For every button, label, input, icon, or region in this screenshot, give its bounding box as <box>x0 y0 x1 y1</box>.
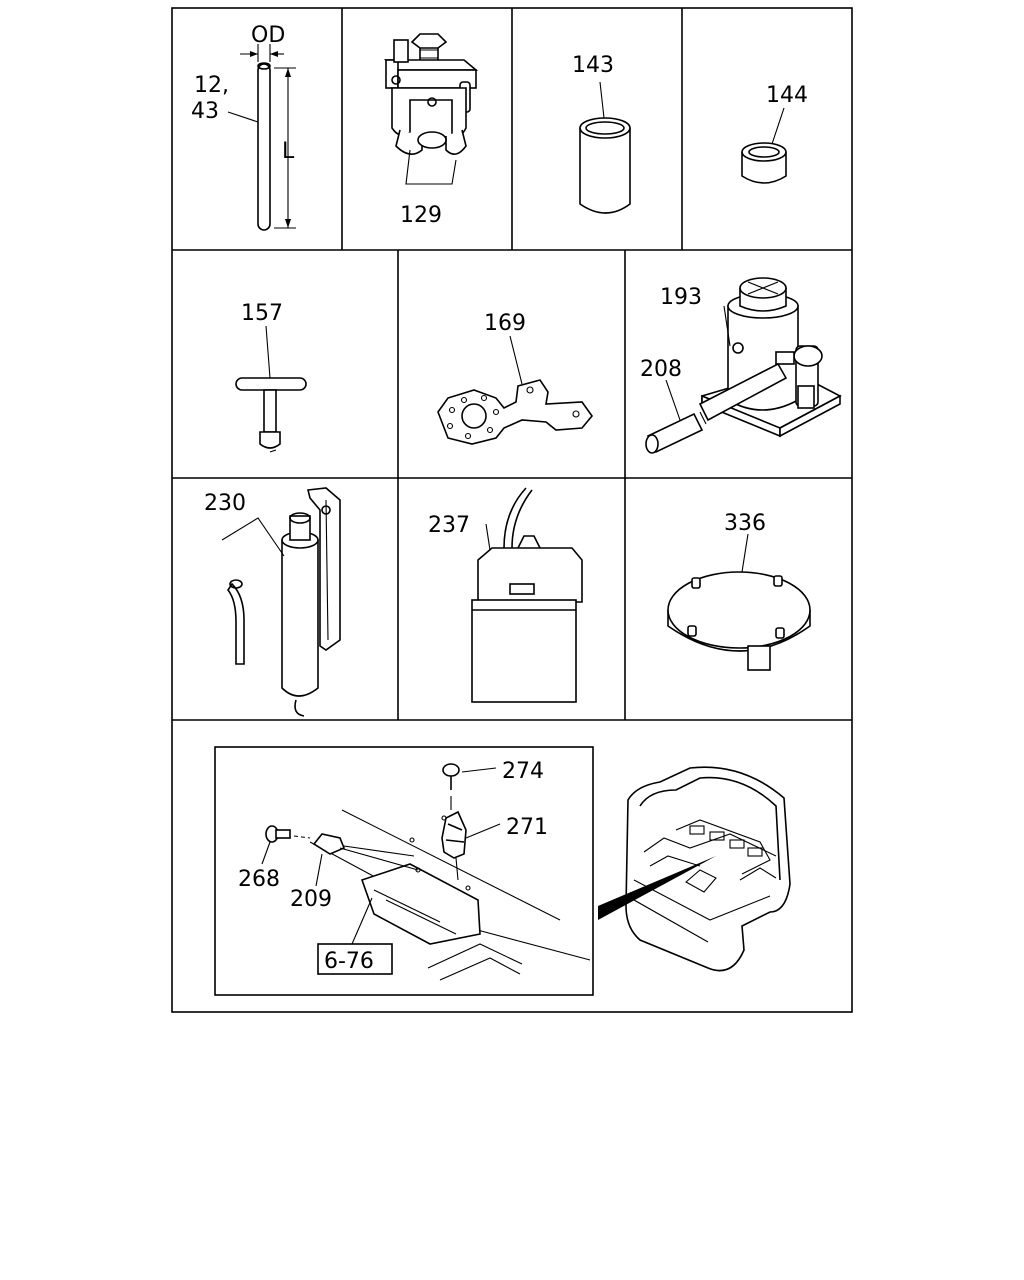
label-part-271: 271 <box>506 815 548 840</box>
label-part-169: 169 <box>484 311 526 336</box>
bushing-part-144 <box>741 107 787 184</box>
pointer-wedge <box>598 856 716 920</box>
sleeve-part-143 <box>579 81 631 214</box>
label-part-237: 237 <box>428 513 470 538</box>
label-part-336: 336 <box>724 511 766 536</box>
cab-illustration <box>625 766 791 972</box>
label-part-43: 43 <box>191 99 219 124</box>
detail-inset <box>214 746 594 996</box>
reference-6-76: 6-76 <box>324 949 374 974</box>
grease-gun-part-230 <box>221 487 341 717</box>
label-part-274: 274 <box>502 759 544 784</box>
bottle-jack-part-193 <box>698 277 842 438</box>
charger-box-part-237 <box>471 487 583 703</box>
label-od: OD <box>251 23 285 48</box>
label-part-208: 208 <box>640 357 682 382</box>
label-l: L <box>282 139 295 164</box>
label-part-268: 268 <box>238 867 280 892</box>
label-part-193: 193 <box>660 285 702 310</box>
label-part-230: 230 <box>204 491 246 516</box>
round-plate-part-336 <box>667 533 811 671</box>
puller-part-129 <box>383 33 479 185</box>
t-wrench-part-157 <box>235 325 307 453</box>
label-part-143: 143 <box>572 53 614 78</box>
bracket-part-169 <box>437 335 594 445</box>
label-part-12: 12, <box>194 73 229 98</box>
label-part-144: 144 <box>766 83 808 108</box>
label-part-157: 157 <box>241 301 283 326</box>
rod-part-12-43 <box>227 44 296 231</box>
label-part-209: 209 <box>290 887 332 912</box>
grid-frame <box>171 7 853 1013</box>
handle-part-208 <box>645 379 704 454</box>
label-part-129: 129 <box>400 203 442 228</box>
